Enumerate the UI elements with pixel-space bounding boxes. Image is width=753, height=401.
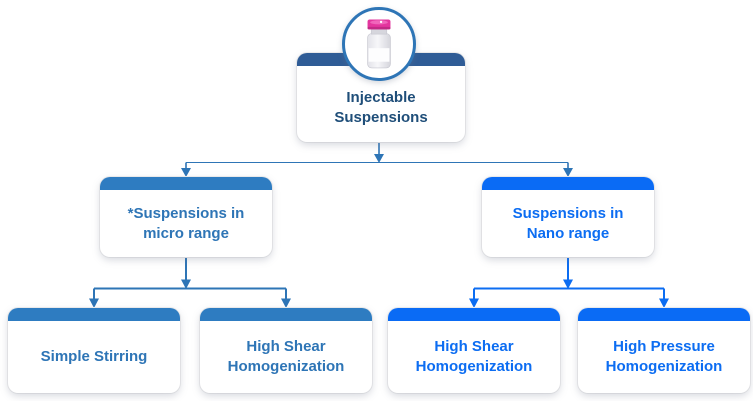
node-header-bar: [578, 308, 750, 321]
node-label: Injectable Suspensions: [334, 89, 428, 127]
connector-micro-to-leaves: [89, 258, 291, 308]
node-suspensions-micro-range: *Suspensions in micro range: [100, 177, 272, 257]
vial-glyph: [367, 19, 391, 69]
node-label: *Suspensions in micro range: [127, 204, 245, 242]
node-high-pressure-homogenization: High Pressure Homogenization: [578, 308, 750, 393]
node-label: High Pressure Homogenization: [605, 338, 723, 375]
node-header-bar: [100, 177, 272, 190]
node-label: High Shear Homogenization: [227, 338, 345, 375]
node-label: Suspensions in Nano range: [512, 204, 624, 242]
node-label: High Shear Homogenization: [415, 338, 533, 375]
node-header-bar: [388, 308, 560, 321]
node-high-shear-homogenization-nano: High Shear Homogenization: [388, 308, 560, 393]
node-header-bar: [200, 308, 372, 321]
node-label: Simple Stirring: [40, 348, 148, 366]
node-suspensions-nano-range: Suspensions in Nano range: [482, 177, 654, 257]
connector-root-to-branches: [181, 143, 573, 177]
node-high-shear-homogenization-micro: High Shear Homogenization: [200, 308, 372, 393]
node-simple-stirring: Simple Stirring: [8, 308, 180, 393]
node-header-bar: [482, 177, 654, 190]
node-injectable-suspensions: Injectable Suspensions: [297, 53, 465, 142]
node-header-bar: [8, 308, 180, 321]
connector-nano-to-leaves: [469, 258, 669, 308]
medicine-vial-icon: [342, 7, 416, 81]
